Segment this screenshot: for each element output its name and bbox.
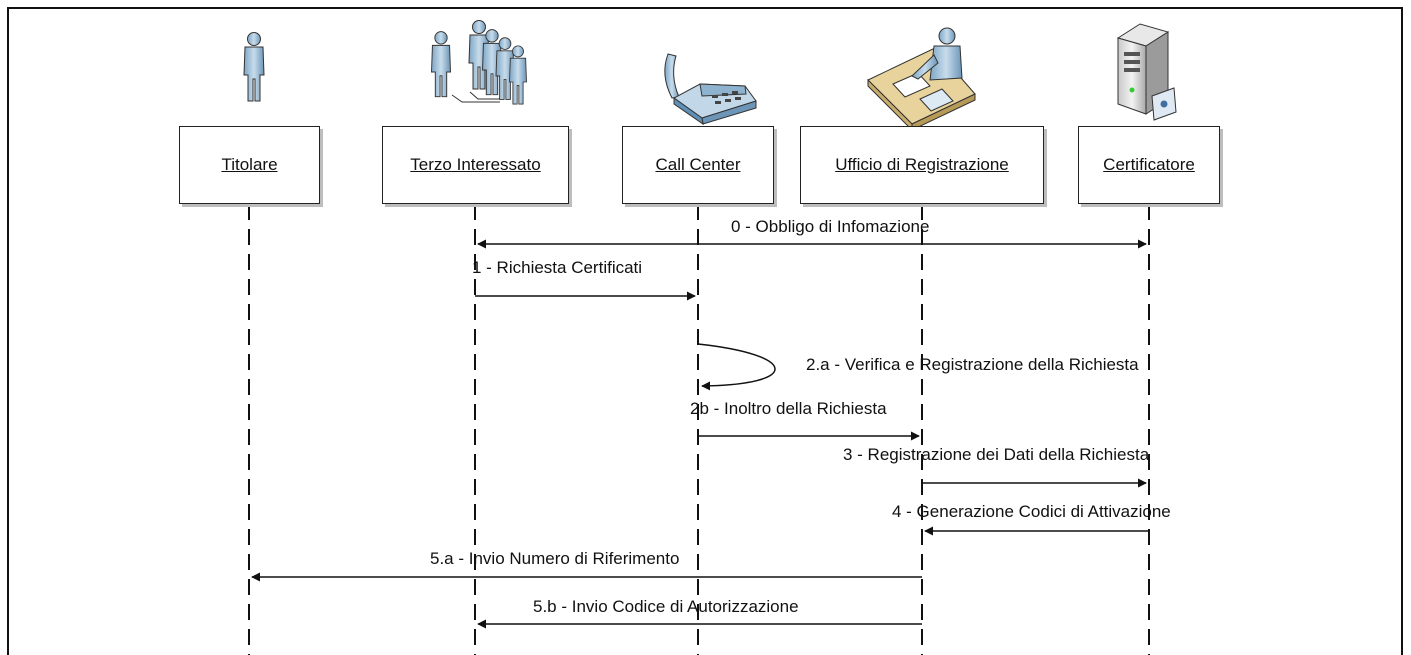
actor-box-certificatore: Certificatore	[1078, 126, 1220, 204]
message-label-1: 1 - Richiesta Certificati	[472, 258, 643, 277]
actor-label-ufficio-registrazione: Ufficio di Registrazione	[835, 155, 1009, 174]
actor-box-titolare: Titolare	[179, 126, 320, 204]
actor-box-ufficio-registrazione: Ufficio di Registrazione	[800, 126, 1044, 204]
actor-label-call-center: Call Center	[655, 155, 741, 174]
message-label-5a: 5.a - Invio Numero di Riferimento	[430, 549, 680, 568]
actor-label-certificatore: Certificatore	[1103, 155, 1195, 174]
actor-label-terzo-interessato: Terzo Interessato	[410, 155, 541, 174]
message-label-2b: 2b - Inoltro della Richiesta	[690, 399, 887, 418]
message-label-3: 3 - Registrazione dei Dati della Richies…	[843, 445, 1150, 464]
message-label-5b: 5.b - Invio Codice di Autorizzazione	[533, 597, 799, 616]
message-label-2a: 2.a - Verifica e Registrazione della Ric…	[806, 355, 1139, 374]
actor-box-call-center: Call Center	[622, 126, 774, 204]
actor-box-terzo-interessato: Terzo Interessato	[382, 126, 569, 204]
message-label-0: 0 - Obbligo di Infomazione	[731, 217, 930, 236]
server-icon	[1116, 23, 1177, 121]
registration-desk-icon	[867, 27, 976, 132]
actor-label-titolare: Titolare	[221, 155, 278, 174]
message-arrow-2a	[697, 343, 776, 391]
message-label-4: 4 - Generazione Codici di Attivazione	[892, 502, 1171, 521]
diagram-frame	[7, 7, 1403, 655]
telephone-icon	[664, 53, 757, 126]
group-people-icon	[431, 20, 527, 105]
